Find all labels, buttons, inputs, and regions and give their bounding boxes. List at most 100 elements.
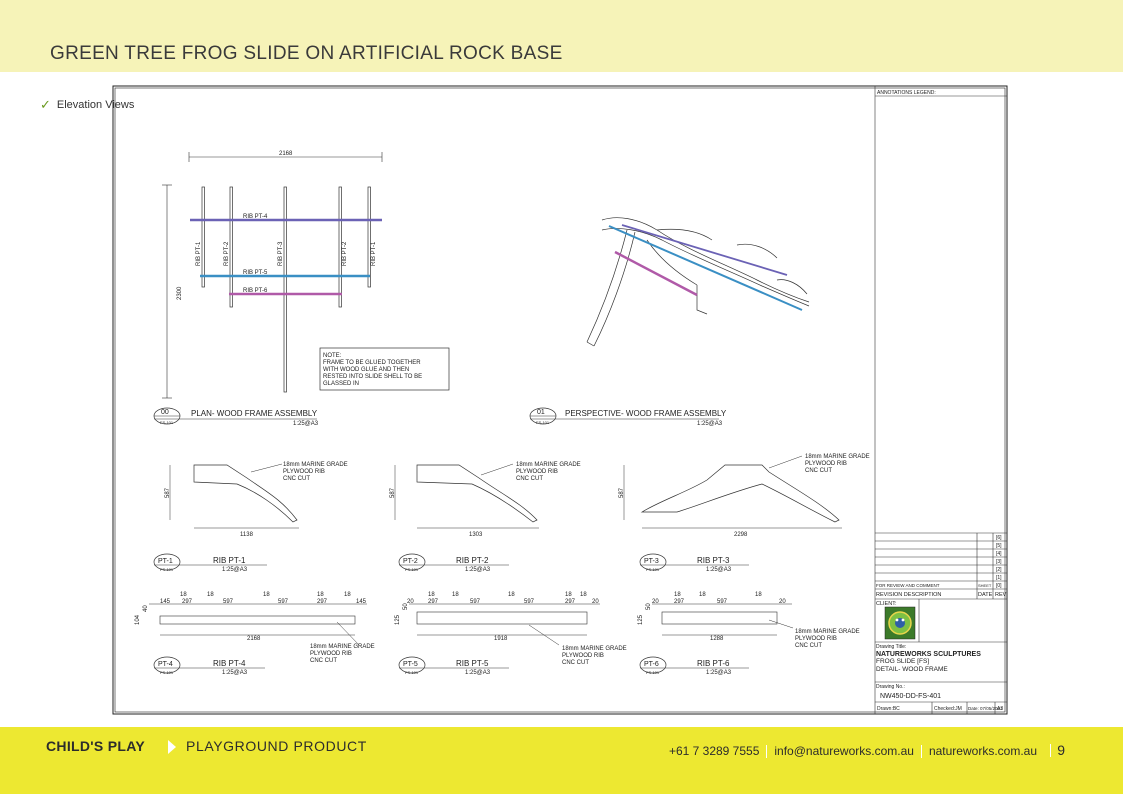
flat-dim: 18 — [344, 592, 351, 598]
rib-pt2-elevation — [394, 463, 539, 529]
brand-name: CHILD'S PLAY — [46, 738, 145, 754]
view-tag — [153, 656, 181, 674]
title-block — [874, 86, 1007, 714]
revision-number: [3] — [996, 559, 1002, 565]
view-ref: FS-101 — [646, 670, 660, 675]
view-scale: 1:25@A3 — [706, 567, 732, 573]
rib-note-line: PLYWOOD RIB — [310, 651, 352, 657]
view-scale: 1:25@A3 — [465, 670, 491, 676]
flat-side-dim: 40 — [143, 605, 149, 612]
flat-dim: 18 — [699, 592, 706, 598]
drawing-date: Date: 07/05/2021 — [968, 706, 1003, 711]
view-number: PT-3 — [644, 558, 659, 565]
rib-length-dim: 1138 — [240, 532, 254, 538]
flat-dim: 297 — [565, 599, 576, 605]
flat-dim: 597 — [470, 599, 481, 605]
drawing-title-label: Drawing Title: — [876, 644, 906, 650]
view-scale: 1:25@A3 — [222, 670, 248, 676]
note-box — [319, 347, 450, 391]
view-scale: 1:25@A3 — [706, 670, 732, 676]
view-ref: FS-101 — [646, 567, 660, 572]
rib-note-line: PLYWOOD RIB — [516, 469, 558, 475]
annotations-legend-label: ANNOTATIONS LEGEND: — [877, 90, 936, 96]
plan-width-dim: 2168 — [279, 151, 293, 157]
view-ref: FS-101 — [160, 670, 174, 675]
flat-dim: 18 — [317, 592, 324, 598]
rib-label-vertical: RIB PT-3 — [278, 241, 284, 266]
flat-dim: 18 — [565, 592, 572, 598]
flat-dim: 18 — [580, 592, 587, 598]
view-number: PT-6 — [644, 661, 659, 668]
drawing-title-line: DETAIL- WOOD FRAME — [876, 666, 948, 673]
date-label: DATE — [978, 592, 993, 598]
view-ref: FS-101 — [405, 567, 419, 572]
revision-number: [5] — [996, 543, 1002, 549]
flat-dim: 18 — [674, 592, 681, 598]
drawn-by: Drawn:BC — [877, 706, 900, 712]
sheet-ref-label: SHEET — [978, 583, 992, 588]
revision-number: [0] — [996, 583, 1002, 589]
view-title: RIB PT-4 — [213, 659, 246, 668]
sheet-border — [112, 85, 1008, 715]
view-tag — [398, 656, 426, 674]
perspective-rib-blue — [608, 225, 803, 311]
rib-note-line: PLYWOOD RIB — [805, 461, 847, 467]
checklist-label: Elevation Views — [56, 99, 135, 111]
view-scale: 1:25@A3 — [293, 421, 319, 427]
flat-dim: 145 — [160, 599, 171, 605]
rib-vertical — [201, 186, 205, 288]
website-link[interactable]: natureworks.com.au — [928, 744, 1037, 758]
product-category: PLAYGROUND PRODUCT — [186, 738, 367, 754]
view-number: PT-4 — [158, 661, 173, 668]
view-title: PLAN- WOOD FRAME ASSEMBLY — [191, 409, 318, 418]
view-scale: 1:25@A3 — [222, 567, 248, 573]
revision-description-label: REVISION DESCRIPTION — [876, 592, 941, 598]
divider — [1050, 744, 1051, 757]
rib-label-vertical: RIB PT-2 — [342, 241, 348, 266]
drawing-no-label: Drawing No.: — [876, 684, 905, 690]
rib-note-line: CNC CUT — [516, 476, 543, 482]
rib-note-line: PLYWOOD RIB — [562, 653, 604, 659]
rib-length-dim: 2298 — [734, 532, 748, 538]
rib-pt6-flat — [652, 603, 794, 636]
view-ref: FS-101 — [160, 420, 174, 425]
flat-dim: 297 — [317, 599, 328, 605]
check-icon: ✓ — [40, 97, 51, 112]
view-title: RIB PT-6 — [697, 659, 730, 668]
rib-label-vertical: RIB PT-1 — [196, 241, 202, 266]
note-line: NOTE: — [323, 353, 342, 359]
rib-pt3-elevation — [623, 455, 842, 529]
checked-by: Checked:JM — [934, 706, 962, 712]
rib-note-line: PLYWOOD RIB — [795, 636, 837, 642]
company-name: NATUREWORKS SCULPTURES — [876, 651, 981, 658]
view-number: 01 — [537, 409, 545, 416]
rev-label: REV — [995, 592, 1007, 598]
rib-note-line: 18mm MARINE GRADE — [283, 462, 348, 468]
view-number: PT-2 — [403, 558, 418, 565]
rib-note-line: CNC CUT — [283, 476, 310, 482]
page-title: GREEN TREE FROG SLIDE ON ARTIFICIAL ROCK… — [50, 43, 563, 64]
flat-side-dim: 50 — [403, 603, 409, 610]
perspective-view — [586, 217, 810, 347]
flat-side-dim: 125 — [638, 614, 644, 625]
flat-side-dim: 50 — [646, 603, 652, 610]
view-title: RIB PT-1 — [213, 556, 246, 565]
rib-note-line: 18mm MARINE GRADE — [310, 644, 375, 650]
view-number: PT-5 — [403, 661, 418, 668]
flat-dim: 18 — [263, 592, 270, 598]
revision-number: [1] — [996, 575, 1002, 581]
email-link[interactable]: info@natureworks.com.au — [774, 744, 914, 758]
rib-height-dim: 587 — [165, 487, 171, 498]
rib-vertical — [367, 186, 371, 288]
flat-dim: 20 — [652, 599, 659, 605]
rib-label-vertical: RIB PT-2 — [224, 241, 230, 266]
view-title: RIB PT-2 — [456, 556, 489, 565]
revision-number: [2] — [996, 567, 1002, 573]
rib-label-vertical: RIB PT-1 — [371, 241, 377, 266]
view-ref: FS-101 — [405, 670, 419, 675]
view-ref: FS-101 — [536, 420, 550, 425]
sheet-inner-border — [114, 87, 1006, 713]
view-scale: 1:25@A3 — [697, 421, 723, 427]
divider — [920, 744, 922, 758]
view-tag — [639, 553, 667, 571]
